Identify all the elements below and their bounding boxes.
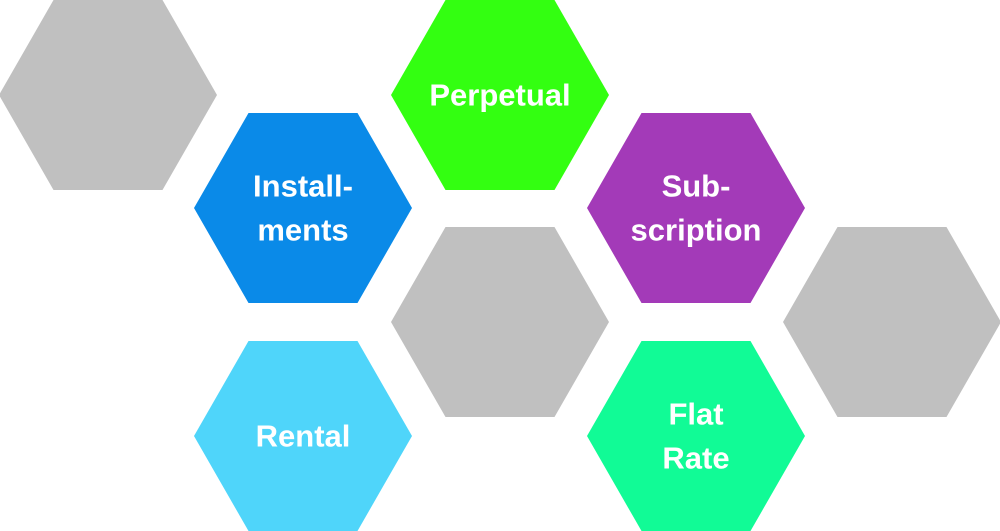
hex-perpetual: Perpetual — [391, 0, 609, 190]
hex-gray-center-shape — [391, 227, 609, 417]
hex-installments-label-line-2: ments — [257, 213, 348, 248]
hex-gray-right-shape — [783, 227, 1000, 417]
hex-installments-shape — [194, 113, 412, 303]
hex-subscription: Sub-scription — [587, 113, 805, 303]
hex-subscription-shape — [587, 113, 805, 303]
hex-installments-label-line-1: Install- — [253, 169, 353, 204]
hex-rental-shape — [194, 341, 412, 531]
hex-perpetual-shape — [391, 0, 609, 190]
hex-gray-top-left-shape — [0, 0, 217, 190]
hex-flat-rate-label-line-2: Rate — [662, 441, 729, 476]
hex-flat-rate-shape — [587, 341, 805, 531]
hex-gray-center — [391, 227, 609, 417]
hex-subscription-label-line-1: Sub- — [662, 169, 731, 204]
hex-subscription-label-line-2: scription — [631, 213, 762, 248]
hex-rental-label-line-1: Rental — [256, 419, 351, 454]
hex-gray-top-left — [0, 0, 217, 190]
hex-perpetual-label-line-1: Perpetual — [429, 78, 570, 113]
hex-gray-right — [783, 227, 1000, 417]
hex-installments: Install-ments — [194, 113, 412, 303]
hex-flat-rate-label-line-1: Flat — [668, 397, 723, 432]
hex-rental: Rental — [194, 341, 412, 531]
